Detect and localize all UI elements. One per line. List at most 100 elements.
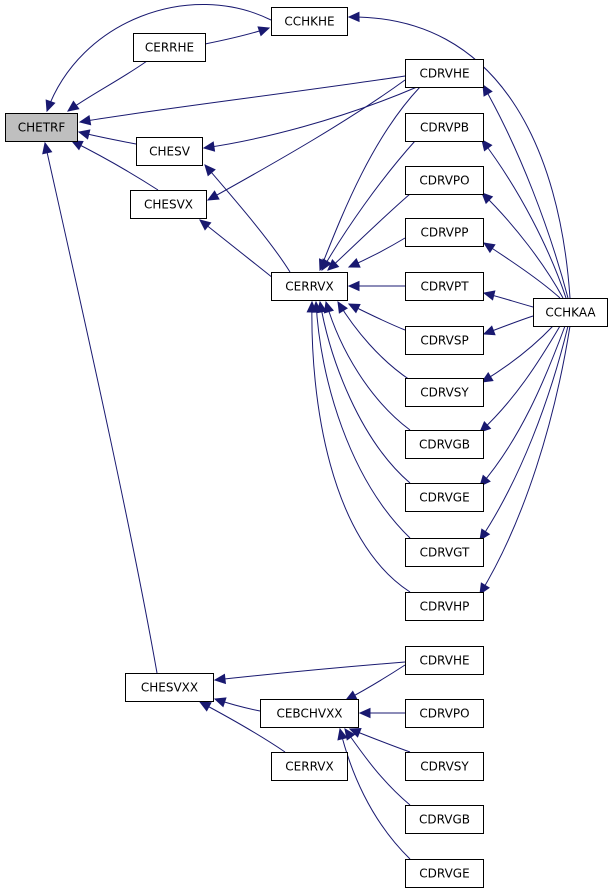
node-box[interactable] xyxy=(405,272,484,301)
edge-cchkaa-to-cdrvge_a xyxy=(479,325,566,487)
node-cdrvgb-a[interactable]: CDRVGB xyxy=(405,430,484,459)
node-cdrvpo-a[interactable]: CDRVPO xyxy=(405,166,484,195)
node-label: CDRVGB xyxy=(419,813,470,827)
node-box[interactable] xyxy=(125,673,214,702)
node-box[interactable] xyxy=(405,113,484,142)
arrowhead-cchkaa-to-cdrvpb xyxy=(481,139,493,152)
node-cdrvsy-a[interactable]: CDRVSY xyxy=(405,378,484,407)
node-cchkaa[interactable]: CCHKAA xyxy=(533,298,608,327)
arrowhead-cdrvhe_b-to-chesvxx xyxy=(213,673,227,685)
arrowhead-cchkaa-to-cdrvhe_a xyxy=(482,83,493,97)
nodes-layer: CHETRF CCHKHE CERRHE CHESV CHESVX CERRVX CHESV… xyxy=(5,7,608,888)
edge-chesvxx-to-chetrf xyxy=(44,142,158,674)
node-cdrvhe-a[interactable]: CDRVHE xyxy=(405,59,484,88)
node-label: CDRVGT xyxy=(420,546,470,560)
arrowhead-cdrvpo_a-to-cerrvx_a xyxy=(327,259,340,271)
arrowhead-cdrvpt-to-cerrvx_a xyxy=(347,280,360,292)
node-cdrvsp[interactable]: CDRVSP xyxy=(405,326,484,355)
node-label: CDRVPO xyxy=(419,707,469,721)
node-label: CDRVGE xyxy=(419,867,469,881)
node-chesvxx[interactable]: CHESVXX xyxy=(125,673,214,702)
arrowhead-cdrvhe_b-to-cebchvxx xyxy=(344,690,358,701)
arrowhead-cchkaa-to-cdrvsp xyxy=(482,325,496,336)
node-box[interactable] xyxy=(405,59,484,88)
node-label: CDRVSP xyxy=(420,334,468,348)
node-box[interactable] xyxy=(405,752,484,781)
node-box[interactable] xyxy=(533,298,608,327)
node-label: CDRVGB xyxy=(419,438,470,452)
arrowhead-cdrvpo_b-to-cebchvxx xyxy=(358,707,371,719)
node-cchkhe[interactable]: CCHKHE xyxy=(271,7,348,36)
node-label: CDRVSY xyxy=(420,760,469,774)
node-chetrf[interactable]: CHETRF xyxy=(5,113,78,142)
node-box[interactable] xyxy=(405,859,484,888)
arrowhead-cdrvhe_a-to-chetrf xyxy=(78,115,92,126)
node-cdrvge-a[interactable]: CDRVGE xyxy=(405,483,484,512)
arrowhead-cdrvpp-to-cerrvx_a xyxy=(347,257,361,268)
node-box[interactable] xyxy=(405,430,484,459)
edge-cchkhe-to-chetrf xyxy=(46,4,272,112)
node-cdrvpb[interactable]: CDRVPB xyxy=(405,113,484,142)
node-box[interactable] xyxy=(405,538,484,567)
edge-cchkaa-to-cdrvgt xyxy=(479,325,569,541)
node-box[interactable] xyxy=(405,378,484,407)
node-cdrvge-b[interactable]: CDRVGE xyxy=(405,859,484,888)
edge-cdrvhe_a-to-chesvx xyxy=(207,79,406,201)
node-cdrvhe-b[interactable]: CDRVHE xyxy=(405,646,484,675)
node-label: CDRVHE xyxy=(419,67,469,81)
arrowhead-chesvxx-to-chetrf xyxy=(42,141,53,155)
arrowhead-cdrvhe_a-to-chesv xyxy=(202,141,216,152)
arrowhead-cdrvge_b-to-cebchvxx xyxy=(337,727,348,741)
node-cdrvgt[interactable]: CDRVGT xyxy=(405,538,484,567)
edge-cerrhe-to-chetrf xyxy=(67,60,148,112)
node-box[interactable] xyxy=(5,113,78,142)
arrowhead-cchkhe-to-chetrf xyxy=(45,99,56,113)
node-box[interactable] xyxy=(271,7,348,36)
node-cebchvxx[interactable]: CEBCHVXX xyxy=(260,699,359,728)
node-box[interactable] xyxy=(271,752,348,781)
node-box[interactable] xyxy=(405,326,484,355)
node-cdrvpo-b[interactable]: CDRVPO xyxy=(405,699,484,728)
node-box[interactable] xyxy=(260,699,359,728)
node-cdrvpt[interactable]: CDRVPT xyxy=(405,272,484,301)
edge-cdrvge_b-to-cebchvxx xyxy=(339,728,411,860)
arrowhead-cerrhe-to-cchkhe xyxy=(257,26,271,37)
node-box[interactable] xyxy=(405,483,484,512)
node-box[interactable] xyxy=(405,805,484,834)
node-chesv[interactable]: CHESV xyxy=(136,137,203,166)
node-box[interactable] xyxy=(133,33,206,62)
node-cdrvgb-b[interactable]: CDRVGB xyxy=(405,805,484,834)
edge-cdrvhe_b-to-chesvxx xyxy=(214,661,406,681)
node-box[interactable] xyxy=(405,699,484,728)
node-cdrvhp[interactable]: CDRVHP xyxy=(405,592,484,621)
node-box[interactable] xyxy=(405,592,484,621)
node-label: CDRVHE xyxy=(419,654,469,668)
arrowhead-cchkaa-to-cdrvsy_a xyxy=(480,372,494,383)
arrowhead-cebchvxx-to-chesvxx xyxy=(213,697,227,708)
node-label: CERRVX xyxy=(285,280,333,294)
node-cerrvx-b[interactable]: CERRVX xyxy=(271,752,348,781)
node-box[interactable] xyxy=(405,218,484,247)
node-box[interactable] xyxy=(130,190,207,219)
node-cerrhe[interactable]: CERRHE xyxy=(133,33,206,62)
edge-cdrvgb_a-to-cerrvx_a xyxy=(325,301,411,431)
node-cerrvx-a[interactable]: CERRVX xyxy=(271,272,348,301)
node-box[interactable] xyxy=(136,137,203,166)
arrowhead-cdrvhe_a-to-chesvx xyxy=(206,190,220,201)
arrowhead-cchkaa-to-cdrvpo_a xyxy=(481,192,494,205)
arrowhead-cerrvx_b-to-chesvxx xyxy=(198,701,212,712)
node-box[interactable] xyxy=(271,272,348,301)
node-box[interactable] xyxy=(405,646,484,675)
node-chesvx[interactable]: CHESVX xyxy=(130,190,207,219)
node-box[interactable] xyxy=(405,166,484,195)
arrowhead-chesv-to-chetrf xyxy=(77,129,91,140)
node-cdrvsy-b[interactable]: CDRVSY xyxy=(405,752,484,781)
edge-cchkaa-to-cdrvhp xyxy=(479,325,571,595)
node-cdrvpp[interactable]: CDRVPP xyxy=(405,218,484,247)
node-label: CEBCHVXX xyxy=(276,707,342,721)
arrowhead-chesvx-to-chetrf xyxy=(70,140,84,151)
arrowhead-cdrvgb_b-to-cebchvxx xyxy=(344,728,356,741)
edge-cdrvhe_a-to-chesv xyxy=(203,86,418,149)
node-label: CDRVGE xyxy=(419,491,469,505)
edge-cdrvsy_a-to-cerrvx_a xyxy=(337,301,411,381)
